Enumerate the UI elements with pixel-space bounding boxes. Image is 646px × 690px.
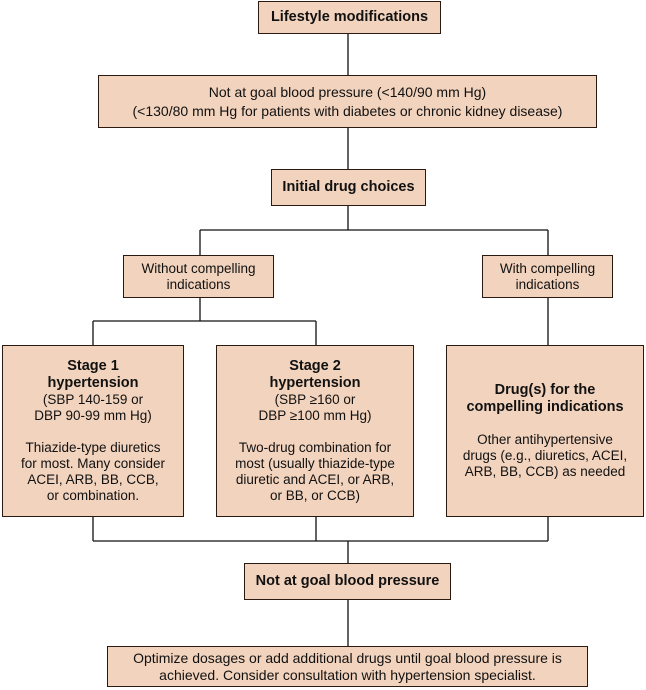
stage2-box: Stage 2 hypertension (SBP ≥160 or DBP ≥1…	[216, 345, 414, 517]
stage1-title-line2: hypertension	[47, 375, 139, 391]
stage1-body-line4: or combination.	[46, 488, 140, 503]
lifestyle-modifications-box: Lifestyle modifications	[258, 1, 441, 34]
not-at-goal-top-line2: (<130/80 mm Hg for patients with diabete…	[132, 102, 563, 119]
stage1-body-line1: Thiazide-type diuretics	[25, 440, 161, 455]
optimize-line1: Optimize dosages or add additional drugs…	[133, 649, 562, 666]
compelling-indications-box: Drug(s) for the compelling indications O…	[446, 345, 644, 517]
lifestyle-label: Lifestyle modifications	[270, 9, 429, 25]
initial-drug-choices-box: Initial drug choices	[271, 169, 426, 206]
stage2-body-line1: Two-drug combination for	[238, 440, 392, 455]
without-compelling-line2: indications	[166, 276, 231, 292]
without-compelling-box: Without compelling indications	[123, 255, 274, 298]
stage2-title-line1: Stage 2	[289, 358, 341, 374]
stage1-criteria-line1: (SBP 140-159 or	[42, 392, 144, 407]
not-at-goal-bottom-box: Not at goal blood pressure	[244, 563, 451, 600]
with-compelling-line1: With compelling	[499, 260, 596, 276]
compelling-body-line1: Other antihypertensive	[477, 432, 613, 447]
compelling-body-line3: ARB, BB, CCB) as needed	[464, 464, 626, 479]
not-at-goal-top-line1: Not at goal blood pressure (<140/90 mm H…	[208, 83, 487, 100]
stage1-title-line1: Stage 1	[67, 358, 119, 374]
stage2-body-line4: or BB, or CCB)	[269, 488, 361, 503]
stage2-title-line2: hypertension	[269, 375, 361, 391]
with-compelling-line2: indications	[515, 276, 580, 292]
compelling-title-line1: Drug(s) for the	[494, 382, 596, 398]
stage2-body-line3: diuretic and ACEI, or ARB,	[235, 472, 395, 487]
with-compelling-box: With compelling indications	[482, 255, 613, 298]
stage1-criteria-line2: DBP 90-99 mm Hg)	[34, 408, 152, 423]
initial-drug-choices-label: Initial drug choices	[282, 179, 415, 195]
optimize-box: Optimize dosages or add additional drugs…	[107, 646, 588, 687]
not-at-goal-bottom-label: Not at goal blood pressure	[255, 573, 440, 589]
stage2-criteria-line1: (SBP ≥160 or	[274, 392, 356, 407]
stage1-body-line3: ACEI, ARB, BB, CCB,	[27, 472, 159, 487]
compelling-body-line2: drugs (e.g., diuretics, ACEI,	[462, 448, 628, 463]
stage1-box: Stage 1 hypertension (SBP 140-159 or DBP…	[2, 345, 184, 517]
compelling-title-line2: compelling indications	[466, 399, 624, 415]
stage1-body-line2: for most. Many consider	[20, 456, 166, 471]
stage2-body-line2: most (usually thiazide-type	[235, 456, 395, 471]
not-at-goal-top-box: Not at goal blood pressure (<140/90 mm H…	[98, 75, 597, 128]
stage2-criteria-line2: DBP ≥100 mm Hg)	[258, 408, 372, 423]
without-compelling-line1: Without compelling	[141, 260, 256, 276]
optimize-line2: achieved. Consider consultation with hyp…	[159, 666, 536, 683]
